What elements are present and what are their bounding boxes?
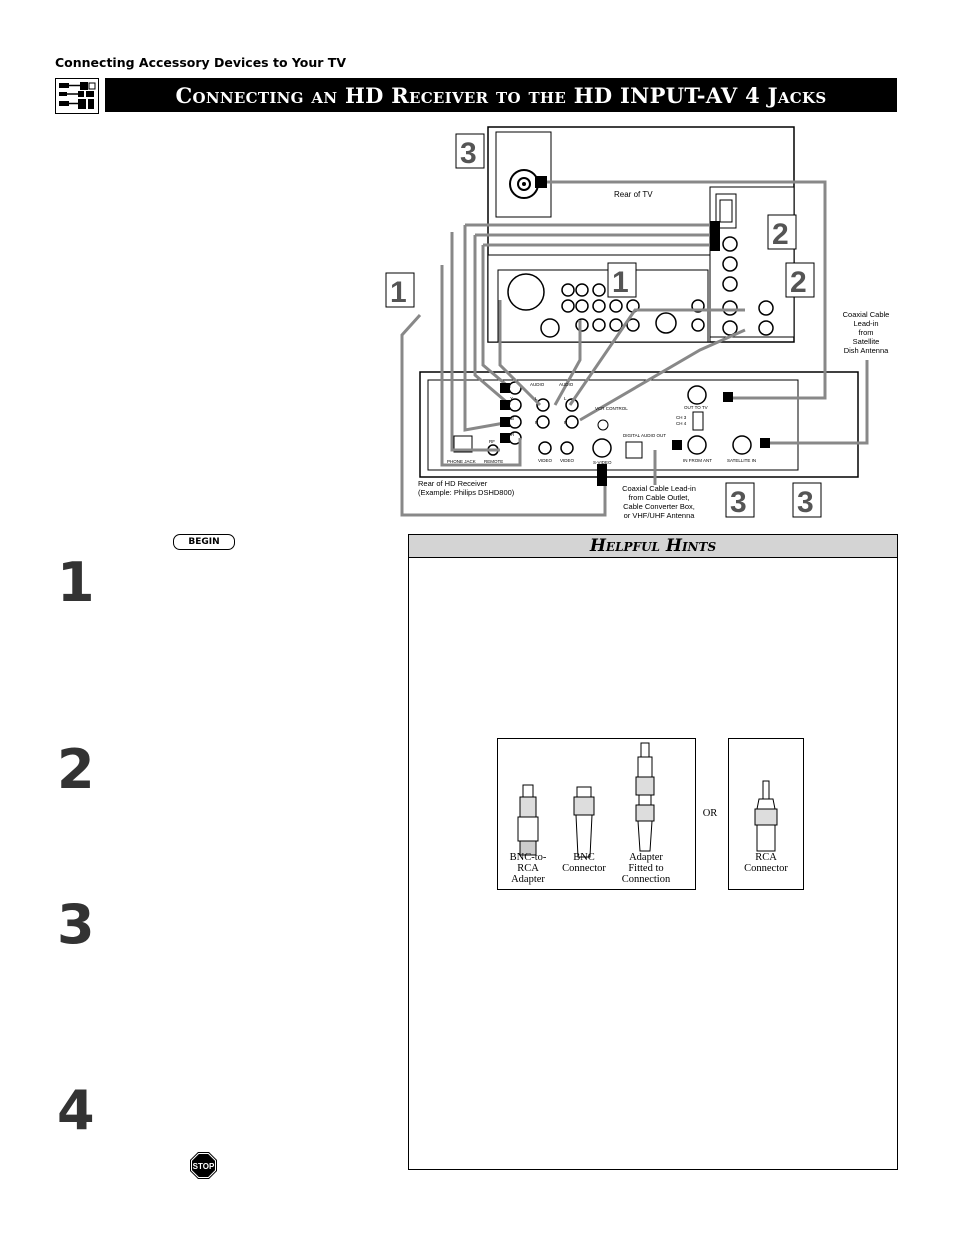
callout-2: 2	[772, 218, 789, 251]
diagram-label: Cable Converter Box,	[623, 502, 695, 511]
section-label: Connecting Accessory Devices to Your TV	[55, 55, 346, 70]
page-title: Connecting an HD Receiver to the HD INPU…	[105, 78, 897, 112]
diagram-label: STOP	[193, 1162, 215, 1171]
begin-badge: BEGIN	[173, 534, 235, 550]
diagram-label: Rear of HD Receiver	[418, 479, 488, 488]
diagram-label: AUDIO	[559, 382, 574, 387]
diagram-label: DIGITAL AUDIO OUT	[623, 433, 666, 438]
adapter-fitted-icon	[635, 742, 655, 852]
diagram-label: PHONE JACK	[447, 459, 476, 464]
diagram-label: Coaxial Cable	[843, 310, 890, 319]
diagram-label: VCR CONTROL	[595, 406, 628, 411]
diagram-label: PB	[508, 416, 514, 421]
diagram-label: VIDEO	[538, 458, 553, 463]
diagram-label: VIDEO	[560, 458, 575, 463]
diagram-label: L	[564, 396, 567, 401]
step-number: 2	[57, 738, 95, 801]
bnc-connectors-panel: BNC-to- RCA Adapter BNC Connector Adapte…	[497, 738, 696, 890]
diagram-label: CH 3	[676, 415, 687, 420]
diagram-label: or VHF/UHF Antenna	[624, 511, 696, 520]
diagram-label: R	[564, 420, 568, 425]
stop-sign-icon: STOP	[189, 1151, 218, 1180]
diagram-label: L	[535, 396, 538, 401]
bnc-to-rca-adapter-icon	[517, 784, 539, 856]
diagram-label: Lead-in	[853, 319, 878, 328]
diagram-label: RF	[489, 439, 495, 444]
connection-cables-icon	[55, 78, 99, 114]
diagram-label: CH 4	[676, 421, 687, 426]
diagram-label: Satellite	[853, 337, 880, 346]
step-number: 4	[57, 1079, 95, 1142]
step-number: 1	[57, 551, 95, 614]
callout-3: 3	[797, 486, 814, 519]
callout-1: 1	[612, 266, 629, 299]
diagram-label: SATELLITE IN	[727, 458, 756, 463]
bnc-connector-label: BNC Connector	[562, 852, 606, 874]
diagram-label: from Cable Outlet,	[629, 493, 690, 502]
connection-diagram: Rear of TV	[380, 120, 900, 530]
callout-3: 3	[730, 486, 747, 519]
diagram-label: Y	[510, 396, 513, 401]
adapter-fitted-label: Adapter Fitted to Connection	[621, 852, 671, 885]
callout-2: 2	[790, 266, 807, 299]
rca-connector-icon	[754, 780, 778, 852]
or-label: OR	[702, 808, 718, 819]
diagram-label: from	[859, 328, 874, 337]
diagram-label: (Example: Philips DSHD800)	[418, 488, 515, 497]
diagram-label: S-VIDEO	[593, 460, 612, 465]
diagram-label: Dish Antenna	[844, 346, 889, 355]
diagram-label: REMOTE	[484, 459, 503, 464]
diagram-label: AUDIO	[530, 382, 545, 387]
diagram-label: OUT TO TV	[684, 405, 708, 410]
helpful-hints-title: Helpful Hints	[408, 534, 898, 558]
diagram-label: PR	[508, 432, 515, 437]
rca-connector-label: RCA Connector	[744, 852, 788, 874]
diagram-label: Coaxial Cable Lead-in	[622, 484, 696, 493]
rca-connector-panel: RCA Connector	[728, 738, 804, 890]
rear-of-tv-label: Rear of TV	[614, 190, 653, 199]
diagram-label: IN FROM ANT	[683, 458, 712, 463]
step-number: 3	[57, 893, 95, 956]
bnc-connector-icon	[573, 786, 595, 858]
diagram-label: R	[535, 420, 539, 425]
callout-1: 1	[390, 276, 407, 309]
bnc-to-rca-label: BNC-to- RCA Adapter	[509, 852, 547, 885]
callout-3: 3	[460, 137, 477, 170]
